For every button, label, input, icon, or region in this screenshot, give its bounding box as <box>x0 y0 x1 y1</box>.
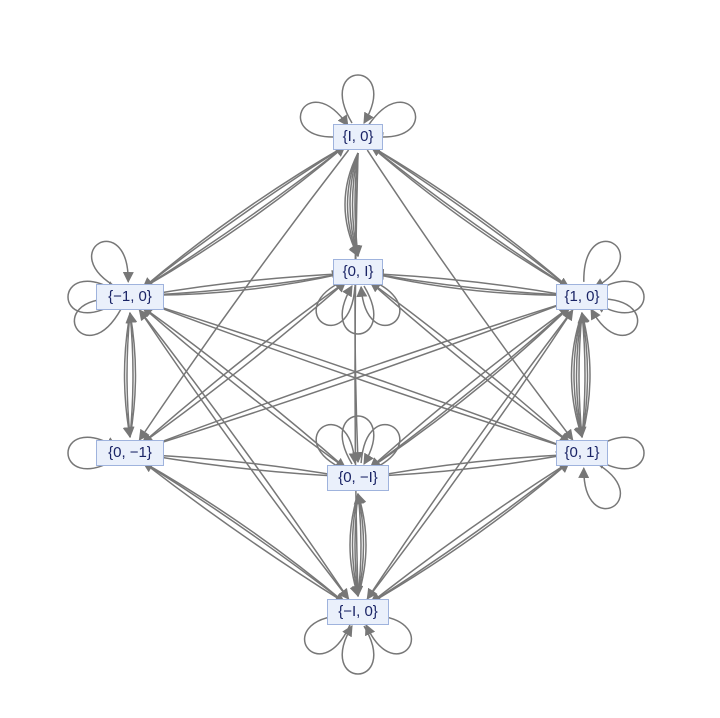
edge-71 <box>299 101 349 138</box>
edge-62 <box>369 306 571 469</box>
edge-78 <box>356 279 401 327</box>
edge-79 <box>67 436 117 470</box>
edge-23 <box>142 145 346 289</box>
edge-67 <box>583 240 622 289</box>
edge-76 <box>341 285 375 335</box>
edge-34 <box>138 309 350 600</box>
edge-53 <box>372 454 567 480</box>
edge-26 <box>370 145 570 289</box>
edge-83 <box>595 436 645 470</box>
edge-33 <box>352 152 364 598</box>
edge-31 <box>138 149 350 441</box>
edge-35 <box>366 309 574 600</box>
edge-70 <box>341 74 375 124</box>
edge-86 <box>303 610 351 655</box>
edge-43 <box>370 461 570 604</box>
edge-84 <box>578 461 622 510</box>
edge-15 <box>577 311 589 438</box>
edge-47 <box>373 273 568 301</box>
node-0-minus-i[interactable]: {0, −I} <box>327 465 389 491</box>
edge-69 <box>590 298 639 337</box>
edge-77 <box>315 279 356 327</box>
edge-40 <box>142 461 346 604</box>
edge-20 <box>125 311 137 438</box>
edge-group <box>67 74 645 675</box>
edge-66 <box>144 299 568 449</box>
edge-72 <box>367 101 417 143</box>
edge-41 <box>370 461 570 604</box>
edge-85 <box>341 625 375 675</box>
edge-73 <box>90 240 134 289</box>
edge-18 <box>123 312 135 439</box>
edge-87 <box>365 614 413 655</box>
edge-14 <box>570 312 585 439</box>
edge-17 <box>579 311 591 438</box>
edge-51 <box>144 449 343 478</box>
edge-74 <box>67 280 117 314</box>
edge-22 <box>142 145 346 289</box>
edge-21 <box>126 311 138 438</box>
edge-59 <box>142 306 347 469</box>
edge-49 <box>372 268 567 296</box>
edge-13 <box>573 312 585 439</box>
edge-24 <box>142 145 346 289</box>
edge-54 <box>369 281 571 444</box>
edge-19 <box>122 312 134 439</box>
edge-57 <box>142 281 347 444</box>
edge-28 <box>370 145 570 289</box>
edge-16 <box>578 311 590 438</box>
edge-55 <box>369 281 571 444</box>
node-0-i[interactable]: {0, I} <box>333 259 383 285</box>
edge-80 <box>341 415 375 465</box>
edge-39 <box>142 461 346 604</box>
edge-60 <box>369 306 571 469</box>
edge-29 <box>370 145 570 289</box>
edge-75 <box>73 293 122 337</box>
node-0-minus1[interactable]: {0, −1} <box>96 440 164 466</box>
edge-42 <box>370 461 570 604</box>
edge-38 <box>142 461 346 604</box>
edge-68 <box>595 280 645 314</box>
edge-52 <box>373 451 568 477</box>
edge-25 <box>142 145 346 289</box>
edge-12 <box>574 312 586 439</box>
edge-11 <box>575 312 587 439</box>
edge-10 <box>355 492 367 597</box>
edge-45 <box>145 270 344 297</box>
node-i-0[interactable]: {I, 0} <box>333 124 383 150</box>
edge-56 <box>141 281 346 444</box>
node-minus-i-0[interactable]: {−I, 0} <box>327 599 389 625</box>
edge-64 <box>144 300 568 449</box>
edge-27 <box>370 145 570 289</box>
edge-81 <box>315 423 360 471</box>
edge-37 <box>366 309 574 600</box>
edge-48 <box>373 273 568 301</box>
edge-82 <box>360 423 401 471</box>
node-1-0[interactable]: {1, 0} <box>556 284 608 310</box>
edge-46 <box>144 272 343 300</box>
node-0-1[interactable]: {0, 1} <box>556 440 608 466</box>
edge-36 <box>138 309 350 600</box>
edge-44 <box>145 269 344 297</box>
node-minus1-0[interactable]: {−1, 0} <box>96 284 164 310</box>
edge-4 <box>344 152 359 257</box>
edge-58 <box>141 306 346 469</box>
edge-32 <box>366 149 574 441</box>
edge-50 <box>145 453 344 482</box>
